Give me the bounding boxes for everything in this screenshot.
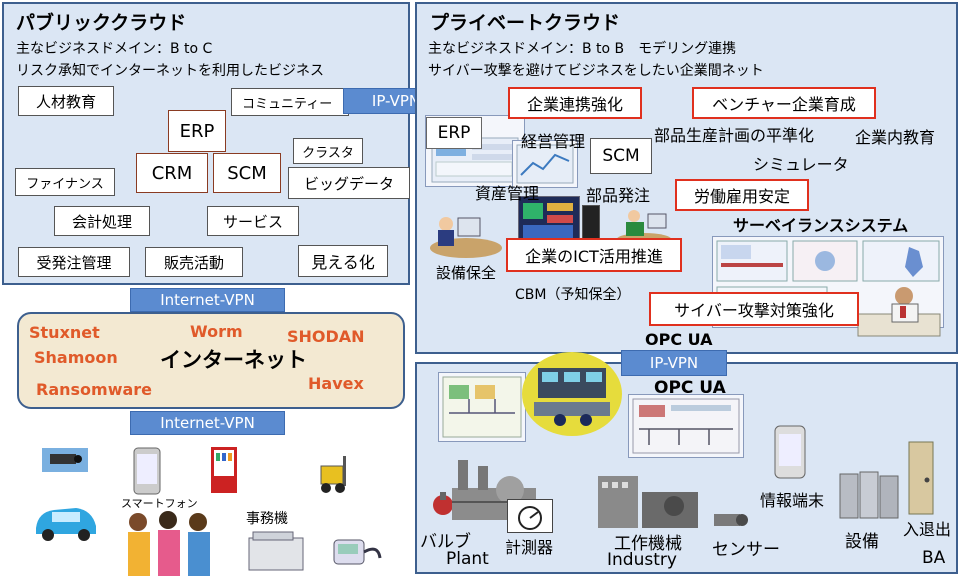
threat-havex: Havex [308, 374, 364, 393]
scm-private-box: SCM [590, 138, 652, 174]
sensor-icon [710, 508, 750, 532]
door-access-icon [907, 440, 935, 516]
hmi-screen-right-image [628, 394, 744, 458]
car-icon [30, 498, 102, 542]
setsubi-label: 設備 [845, 532, 879, 552]
mieruka-box: 見える化 [298, 245, 388, 277]
students-image [118, 508, 218, 576]
sensor-label: センサー [712, 540, 780, 560]
joho-tanmatsu-label: 情報端末 [760, 491, 825, 510]
scm-screen-image [512, 140, 578, 188]
kigyo-renkei-kyoka-box: 企業連携強化 [508, 87, 642, 119]
scm-box: SCM [213, 153, 281, 193]
security-camera-icon [40, 446, 90, 474]
shisan-kanri-label: 資産管理 [475, 184, 540, 203]
public-cloud-domain: 主なビジネスドメイン：B to C [16, 41, 213, 57]
threat-worm: Worm [190, 322, 243, 341]
blood-pressure-monitor-icon [330, 530, 384, 570]
kigyonai-kyoiku-label: 企業内教育 [855, 128, 936, 147]
erp-box: ERP [168, 110, 226, 152]
plant-label: Plant [446, 549, 489, 569]
jinzai-kyoiku-box: 人材教育 [18, 86, 114, 116]
equipment-racks-image [838, 468, 900, 520]
forklift-icon [313, 452, 355, 494]
kaikei-shori-box: 会計処理 [54, 206, 150, 236]
surveillance-system-label: サーベイランスシステム [733, 216, 909, 235]
threat-shodan: SHODAN [287, 327, 365, 346]
ba-label: BA [922, 548, 946, 568]
crm-box: CRM [136, 153, 208, 193]
vending-machine-icon [210, 446, 238, 494]
threat-stuxnet: Stuxnet [29, 323, 100, 342]
kigyo-ict-katsuyo-box: 企業のICT活用推進 [506, 238, 682, 272]
nyutaishutsu-label: 入退出 [903, 520, 952, 539]
threat-ransomware: Ransomware [36, 380, 153, 399]
keisokuki-label: 計測器 [505, 538, 554, 557]
plant-image [448, 452, 540, 524]
maintenance-desk-image [428, 208, 506, 260]
internet-cloud [17, 312, 405, 409]
valve-label: バルブ [420, 532, 471, 552]
internet-vpn-bottom-link: Internet-VPN [130, 411, 285, 435]
community-box: コミュニティー [231, 88, 349, 116]
opcua-industrial-label: OPC UA [654, 378, 726, 398]
factory-image [594, 456, 706, 532]
buhin-hatchu-label: 部品発注 [586, 186, 651, 205]
venture-ikusei-box: ベンチャー企業育成 [692, 87, 876, 119]
setsubi-hozen-label: 設備保全 [436, 264, 497, 282]
bigdata-box: ビッグデータ [288, 167, 410, 199]
cyber-kogeki-taisaku-box: サイバー攻撃対策強化 [649, 292, 859, 326]
erp-private-box: ERP [426, 117, 482, 149]
hmi-screen-left-image [438, 372, 526, 442]
keiei-kanri-label: 経営管理 [521, 132, 586, 151]
internet-vpn-top-link: Internet-VPN [130, 288, 285, 312]
service-box: サービス [207, 206, 299, 236]
info-terminal-icon [773, 424, 807, 480]
ip-vpn-bottom-link: IP-VPN [621, 350, 727, 376]
internet-label: インターネット [160, 348, 307, 372]
public-cloud-title: パブリッククラウド [16, 12, 187, 34]
hanbai-katsudo-box: 販売活動 [145, 247, 243, 277]
cluster-box: クラスタ [293, 138, 363, 164]
industry-label: Industry [607, 550, 677, 570]
buhin-seisan-keikaku-label: 部品生産計画の平準化 [654, 126, 815, 145]
smartphone-label: スマートフォン [121, 497, 198, 510]
copier-icon [245, 528, 307, 574]
smartphone-icon [132, 446, 162, 496]
public-cloud-description: リスク承知でインターネットを利用したビジネス [16, 63, 324, 79]
control-room-image [520, 350, 624, 438]
jimuki-label: 事務機 [246, 511, 288, 527]
private-cloud-domain: 主なビジネスドメイン：B to B モデリング連携 [428, 41, 737, 57]
opcua-private-label: OPC UA [645, 330, 713, 349]
roudou-koyou-antei-box: 労働雇用安定 [675, 179, 809, 211]
juhatchu-kanri-box: 受発注管理 [18, 247, 130, 277]
engineer-drawing-image [852, 284, 944, 340]
threat-shamoon: Shamoon [34, 348, 118, 367]
private-cloud-description: サイバー攻撃を避けてビジネスをしたい企業間ネット [428, 63, 764, 79]
valve-icon [428, 490, 458, 520]
kosakukikai-label: 工作機械 [614, 534, 682, 554]
gauge-icon [507, 499, 553, 533]
private-cloud-title: プライベートクラウド [430, 12, 621, 34]
finance-box: ファイナンス [15, 168, 115, 196]
cbm-label: CBM（予知保全） [515, 287, 631, 303]
simulator-label: シミュレータ [753, 155, 849, 174]
